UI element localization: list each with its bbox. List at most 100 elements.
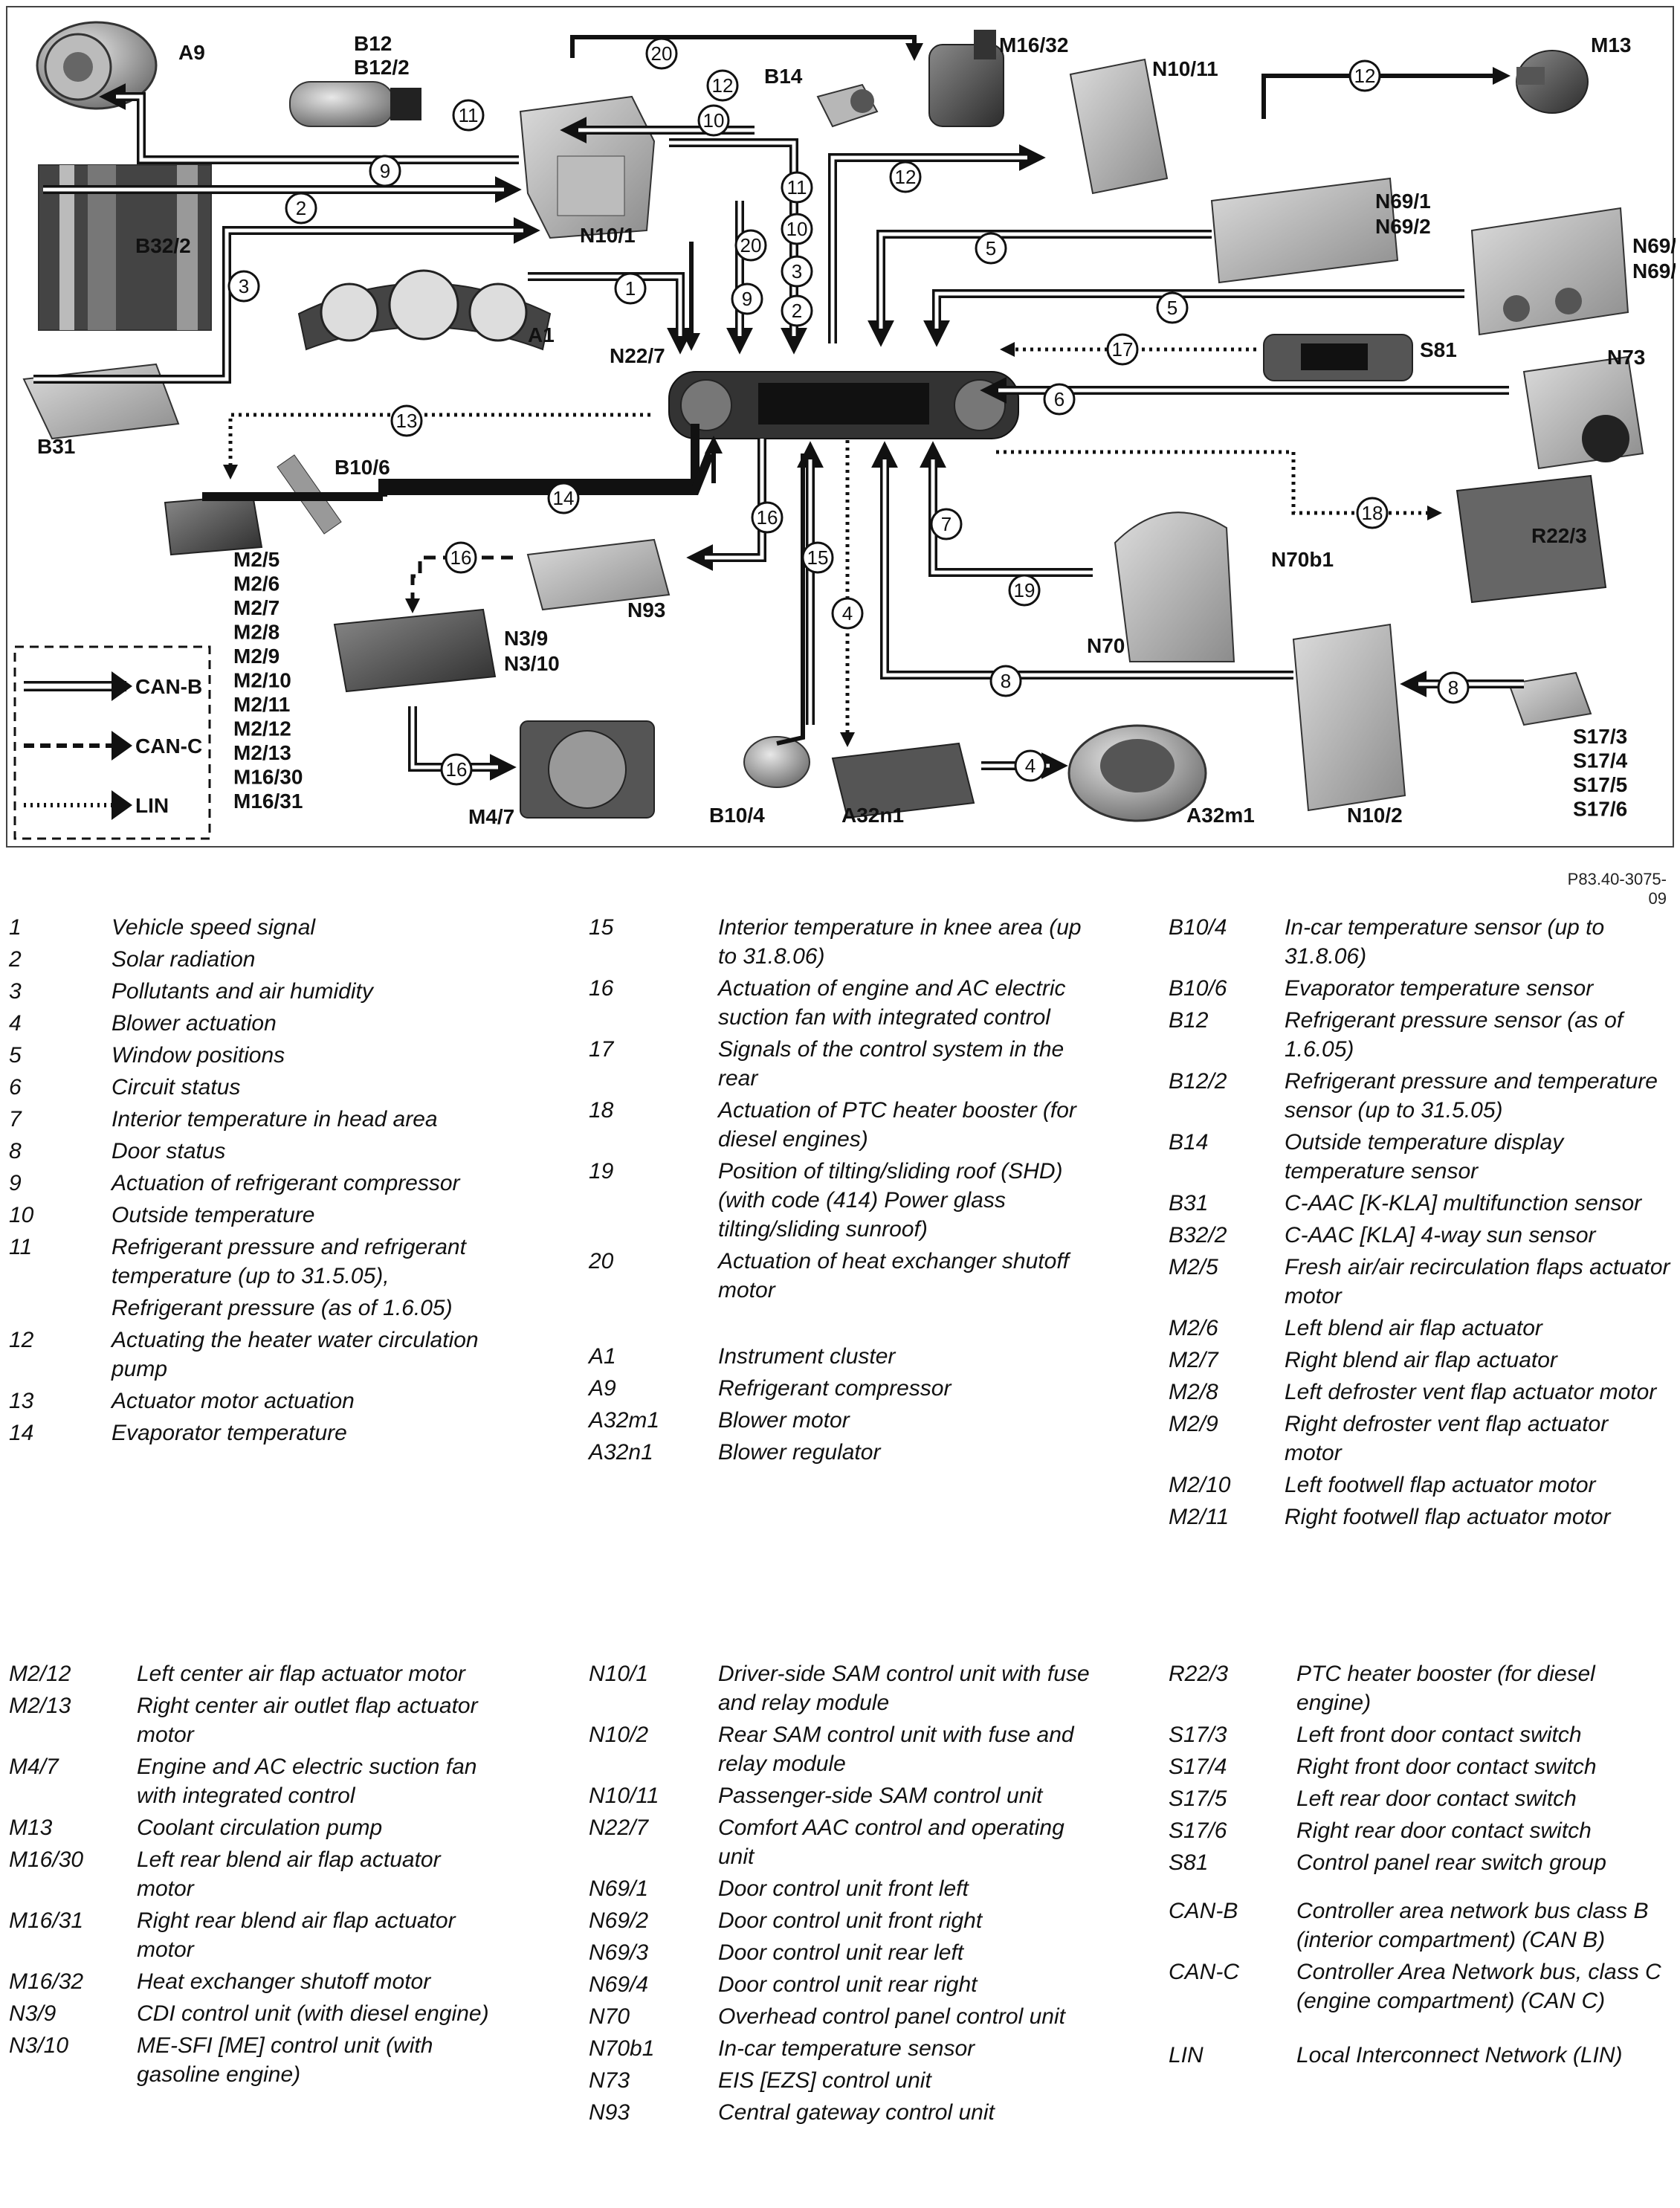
- can-c-key-label: CAN-C: [135, 735, 202, 758]
- legend-description: Passenger-side SAM control unit: [718, 1783, 1043, 1808]
- lin-key-label: LIN: [135, 794, 169, 817]
- signal-number: 18: [1362, 502, 1383, 524]
- overhead-panel-n70-image: [1114, 511, 1235, 662]
- legend-code: B32/2: [1169, 1223, 1227, 1247]
- legend-description: Vehicle speed signal: [112, 915, 316, 940]
- legend-description: Door control unit front left: [718, 1876, 969, 1901]
- legend-description: In-car temperature sensor: [718, 2036, 975, 2061]
- label-m2-group: M2/5M2/6M2/7M2/8M2/9M2/10M2/11M2/12M2/13…: [233, 548, 303, 813]
- label-n73: N73: [1607, 346, 1645, 369]
- legend-code: A32n1: [589, 1440, 653, 1465]
- legend-code: N22/7: [589, 1815, 649, 1840]
- legend-description: Engine and AC electric suction fan with …: [137, 1755, 477, 1808]
- signal-number: 15: [807, 546, 829, 569]
- legend-code: 16: [589, 976, 614, 1001]
- label-n10-1: N10/1: [580, 224, 636, 247]
- legend-description: Interior temperature in head area: [112, 1107, 438, 1132]
- label-b12: B12: [354, 32, 392, 55]
- signal-number: 2: [792, 300, 802, 322]
- legend-description: Actuator motor actuation: [112, 1389, 355, 1413]
- signal-number: 17: [1112, 338, 1134, 361]
- legend-description: Solar radiation: [112, 947, 256, 972]
- signal-number: 5: [1167, 297, 1177, 319]
- signal-number-circle: [731, 283, 763, 315]
- legend-description: Comfort AAC control and operating unit: [718, 1815, 1064, 1869]
- n10-11-image: [1069, 58, 1169, 195]
- signal-number-circle: [445, 541, 477, 574]
- signal-number: 4: [1025, 755, 1036, 777]
- legend-description: Fresh air/air recirculation flaps actuat…: [1285, 1255, 1670, 1308]
- signal-number: 2: [296, 197, 306, 219]
- legend-description: C-AAC [KLA] 4-way sun sensor: [1285, 1223, 1596, 1247]
- legend-description: Signals of the control system in the rea…: [718, 1037, 1064, 1091]
- legend-description: Evaporator temperature sensor: [1285, 976, 1594, 1001]
- legend-code: B14: [1169, 1130, 1209, 1155]
- legend-description: Local Interconnect Network (LIN): [1296, 2043, 1623, 2067]
- signal-number: 14: [553, 487, 575, 509]
- signal-number-circle: [930, 508, 963, 540]
- component-code: M2/13: [233, 741, 291, 764]
- legend-code: 13: [9, 1389, 34, 1413]
- signal-number: 6: [1054, 388, 1064, 410]
- legend-description: Refrigerant pressure and refrigerant tem…: [112, 1235, 466, 1288]
- s81-switch-image: [1263, 334, 1413, 381]
- blower-motor-image: [1067, 724, 1207, 822]
- suction-fan-image: [520, 720, 655, 819]
- legend-description: Door control unit front right: [718, 1908, 983, 1933]
- signal-number: 3: [792, 260, 802, 283]
- door-control-n69-1-image: [1210, 177, 1399, 284]
- legend-description: Overhead control panel control unit: [718, 2004, 1065, 2029]
- legend-code: M2/7: [1169, 1348, 1218, 1372]
- legend-description: Rear SAM control unit with fuse and rela…: [718, 1723, 1074, 1776]
- legend-code: B31: [1169, 1191, 1209, 1216]
- signal-number-circle: [1348, 59, 1381, 92]
- legend-code: R22/3: [1169, 1662, 1229, 1686]
- legend-code: B10/6: [1169, 976, 1227, 1001]
- legend-description: Interior temperature in knee area (up to…: [718, 915, 1082, 969]
- legend-description: Control panel rear switch group: [1296, 1850, 1606, 1875]
- legend-description: Left rear door contact switch: [1296, 1786, 1577, 1811]
- legend-description: Coolant circulation pump: [137, 1815, 383, 1840]
- legend-description: Circuit status: [112, 1075, 241, 1100]
- label-a32n1: A32n1: [841, 804, 904, 827]
- legend-code: 5: [9, 1043, 22, 1068]
- legend-code: 2: [9, 947, 22, 972]
- label-b10-4: B10/4: [709, 804, 765, 827]
- legend-description: C-AAC [K-KLA] multifunction sensor: [1285, 1191, 1642, 1216]
- legend-description: Driver-side SAM control unit with fuse a…: [718, 1662, 1090, 1715]
- label-b32-2: B32/2: [135, 234, 191, 257]
- legend-description: Right defroster vent flap actuator motor: [1285, 1412, 1609, 1465]
- legend-code: N69/2: [589, 1908, 649, 1933]
- legend-description: Right center air outlet flap actuator mo…: [137, 1694, 478, 1747]
- legend-description: Right front door contact switch: [1296, 1755, 1597, 1779]
- component-code: M2/8: [233, 621, 280, 644]
- legend-description: Door status: [112, 1139, 226, 1163]
- flap-actuator-image: [164, 494, 263, 556]
- label-b14: B14: [764, 65, 803, 88]
- label-a9: A9: [178, 41, 205, 64]
- legend-code: 14: [9, 1421, 34, 1445]
- signal-number-circle: [734, 229, 767, 262]
- legend-description: Actuation of PTC heater booster (for die…: [718, 1098, 1076, 1152]
- legend-code: CAN-C: [1169, 1960, 1239, 1984]
- signal-number-circle: [1437, 671, 1470, 704]
- lin-lines: [223, 342, 1442, 747]
- component-code: M2/10: [233, 669, 291, 692]
- ptc-heater-image: [1456, 474, 1607, 604]
- signal-number: 12: [895, 166, 917, 188]
- legend-code: N70b1: [589, 2036, 655, 2061]
- label-n22-7: N22/7: [610, 344, 665, 367]
- legend-code: B10/4: [1169, 915, 1227, 940]
- legend-description: Right footwell flap actuator motor: [1285, 1505, 1611, 1529]
- label-n69-2: N69/2: [1375, 215, 1431, 238]
- signal-number-circle: [781, 294, 813, 327]
- legend-code: S17/6: [1169, 1818, 1227, 1843]
- legend-description: Left rear blend air flap actuator motor: [137, 1847, 441, 1901]
- control-panel-n22-7-image: [668, 371, 1019, 439]
- legend-code: A32m1: [589, 1408, 660, 1433]
- legend-description: Actuation of refrigerant compressor: [112, 1171, 460, 1195]
- label-n70: N70: [1087, 634, 1125, 657]
- signal-number-circle: [547, 482, 580, 514]
- legend-description: Blower motor: [718, 1408, 850, 1433]
